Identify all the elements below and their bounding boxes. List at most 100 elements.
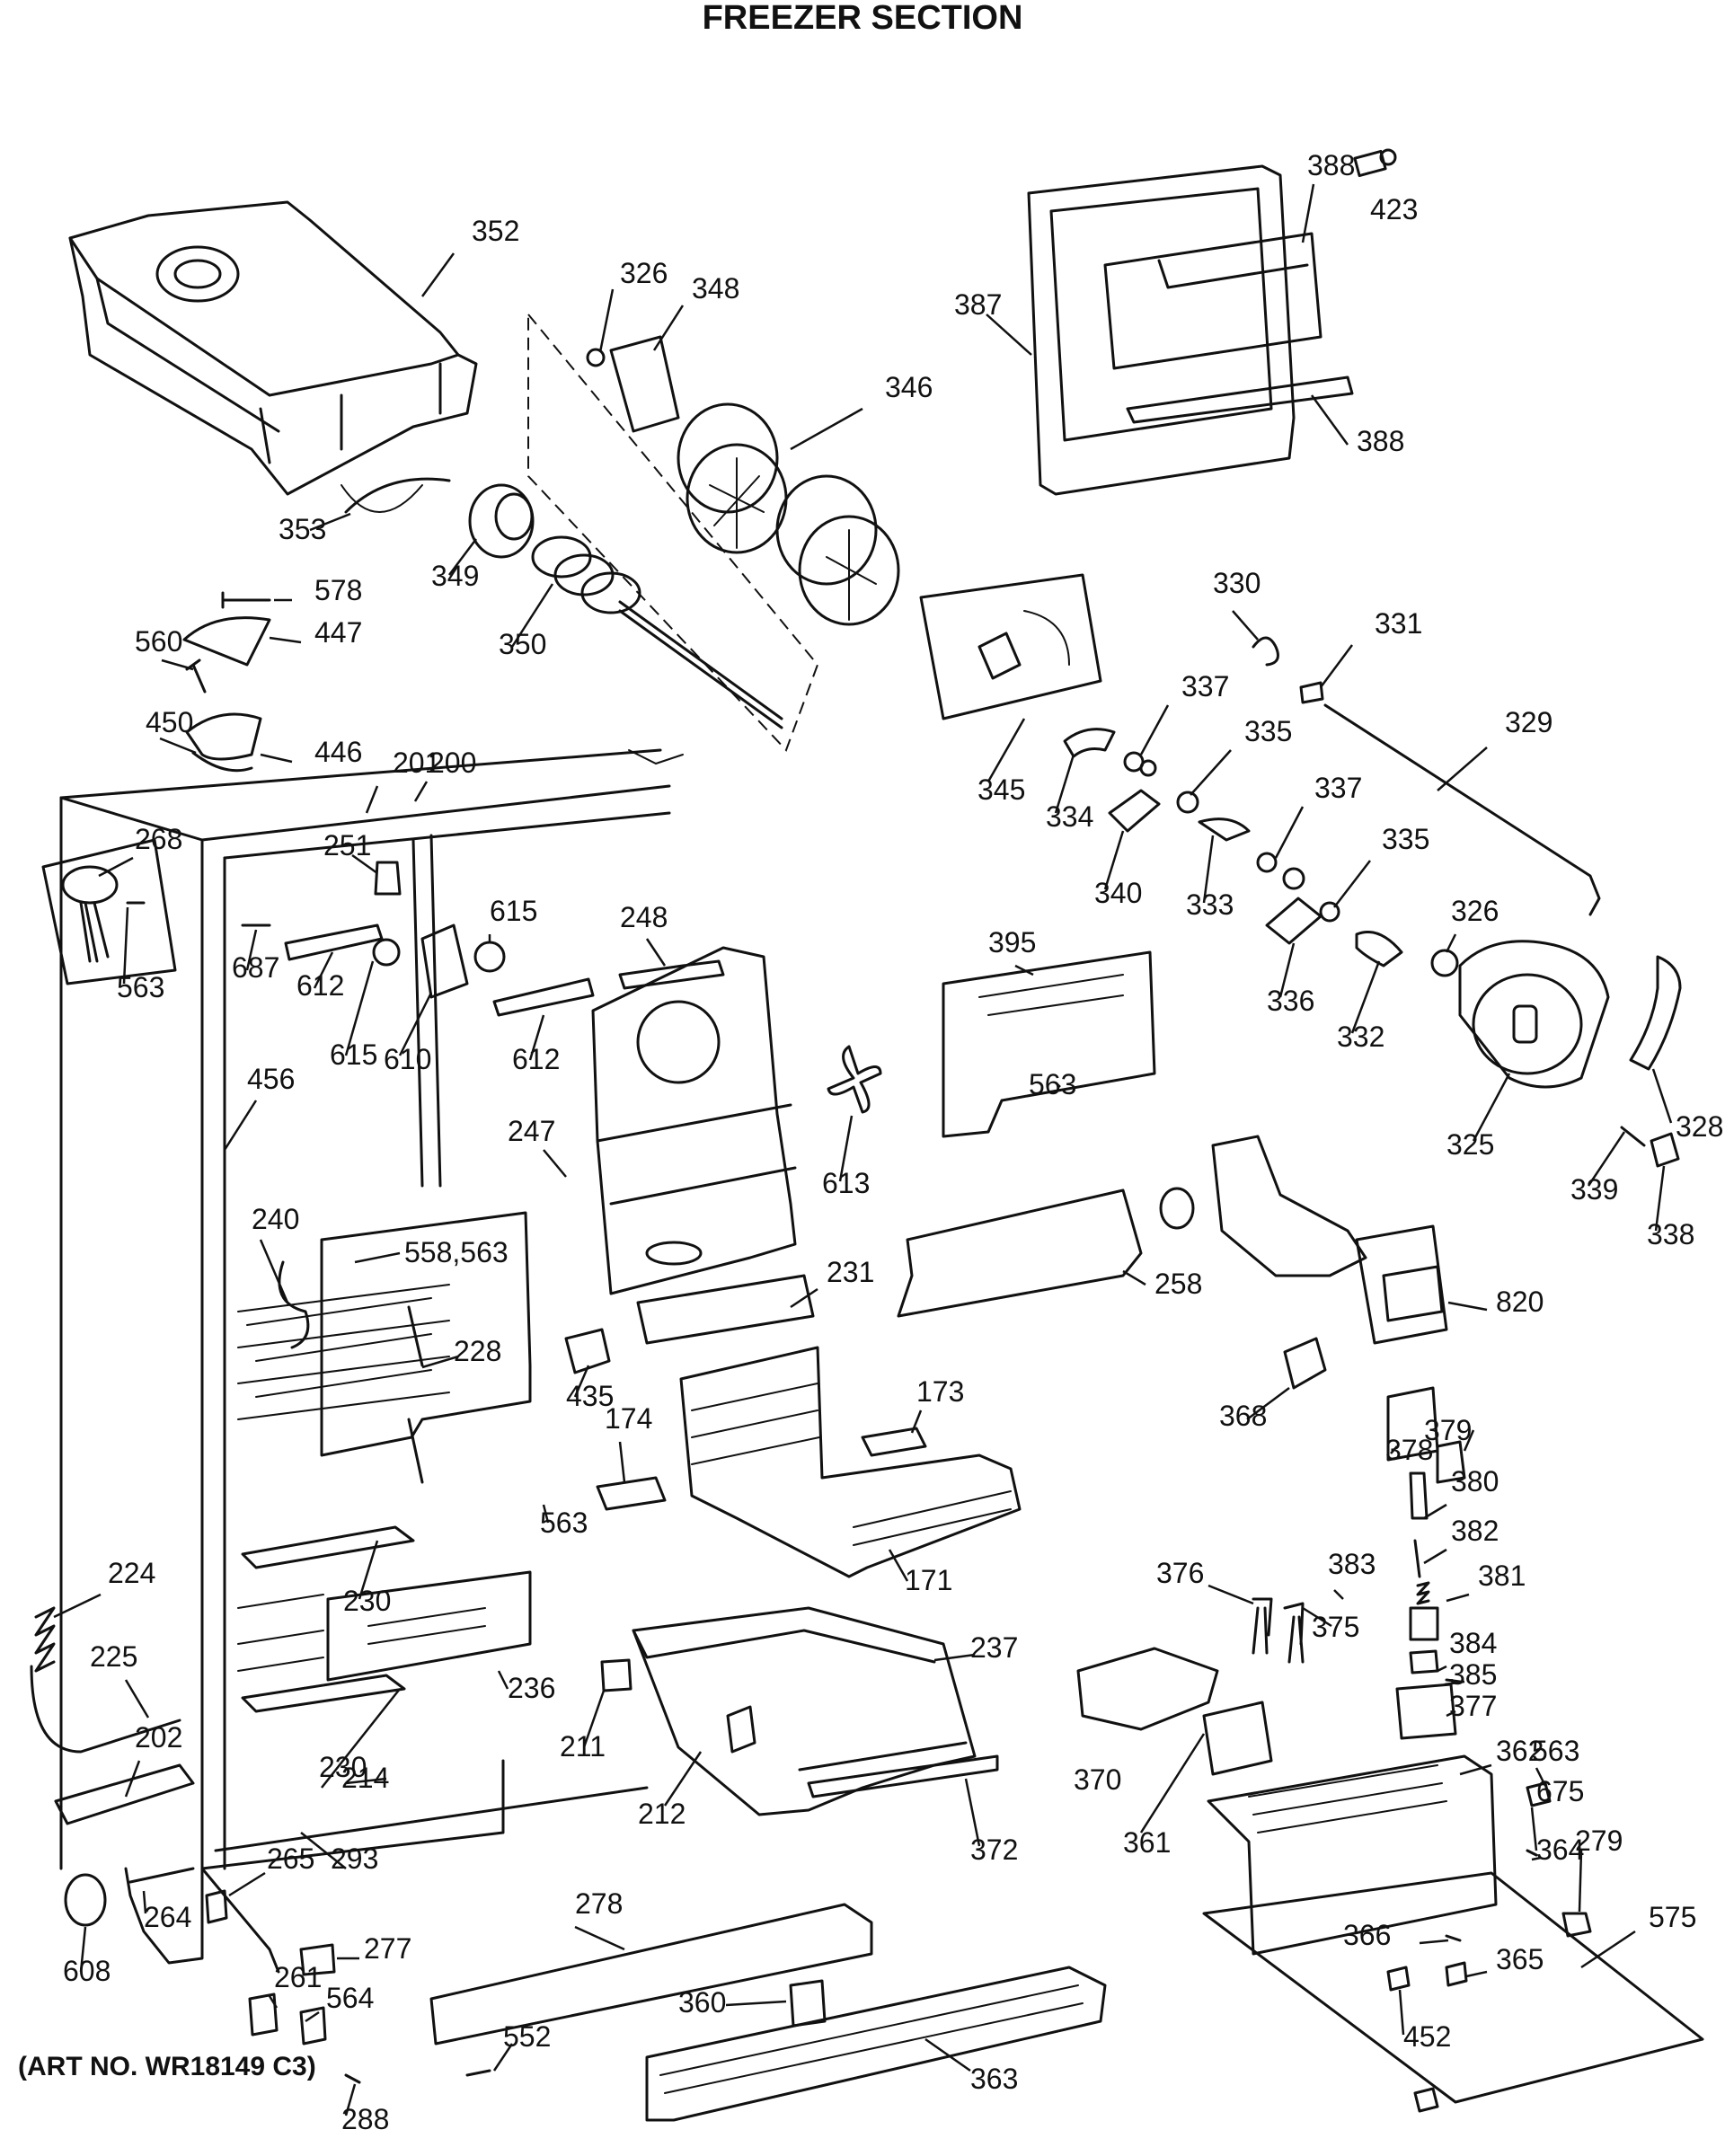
callout-326: 326 — [620, 257, 668, 289]
part-383 — [1409, 1606, 1439, 1641]
part-293 — [205, 1889, 228, 1924]
cabinet-liner-456 — [59, 748, 684, 1974]
leader-line-214 — [345, 1777, 387, 1785]
callout-268: 268 — [135, 823, 182, 855]
leader-line-563 — [1055, 1082, 1061, 1088]
callout-236: 236 — [508, 1672, 555, 1704]
arm-328 — [1629, 955, 1682, 1071]
part-615-left — [372, 938, 401, 967]
wire-basket-171 — [679, 1346, 1022, 1578]
leader-line-563 — [122, 906, 129, 985]
callout-228: 228 — [454, 1335, 501, 1367]
callout-423: 423 — [1370, 193, 1418, 225]
leader-line-279 — [1578, 1850, 1583, 1913]
heater-268-panel — [41, 838, 177, 985]
callout-337: 337 — [1314, 772, 1362, 804]
leader-line-293 — [300, 1832, 347, 1869]
strip-248 — [618, 959, 725, 990]
callout-211: 211 — [560, 1730, 606, 1763]
leader-line-362 — [1459, 1763, 1492, 1776]
leader-line-612 — [528, 1014, 545, 1061]
leader-line-325 — [1472, 1073, 1511, 1142]
bracket-612-right — [492, 977, 595, 1017]
callout-363: 363 — [970, 2063, 1018, 2095]
callout-328: 328 — [1676, 1110, 1723, 1143]
panel-214 — [237, 1570, 532, 1682]
callout-214: 214 — [341, 1762, 389, 1794]
leader-line-365 — [1465, 1970, 1488, 1978]
callout-171: 171 — [905, 1564, 952, 1596]
callout-349: 349 — [431, 560, 479, 592]
leader-line-447 — [269, 636, 302, 644]
callout-388: 388 — [1357, 425, 1404, 457]
callout-337: 337 — [1181, 670, 1229, 702]
alignment-dashed-box — [527, 312, 819, 752]
leader-line-247 — [543, 1149, 567, 1178]
callout-452: 452 — [1403, 2020, 1451, 2053]
callout-345: 345 — [978, 773, 1025, 806]
leader-line-388 — [1310, 394, 1349, 446]
auger-350 — [531, 535, 783, 729]
leader-line-383 — [1333, 1589, 1344, 1600]
callout-563: 563 — [1029, 1068, 1076, 1100]
callout-334: 334 — [1046, 800, 1093, 833]
part-435 — [564, 1328, 611, 1374]
leader-line-332 — [1350, 960, 1381, 1034]
part-452 — [248, 1993, 279, 2037]
callout-338: 338 — [1647, 1218, 1694, 1250]
leader-line-380 — [1423, 1503, 1447, 1520]
leader-line-675 — [1530, 1807, 1538, 1851]
callout-435: 435 — [566, 1380, 614, 1412]
bracket-377 — [1395, 1683, 1457, 1740]
leader-line-230 — [358, 1540, 379, 1600]
leader-line-353 — [309, 512, 351, 532]
callout-450: 450 — [146, 706, 193, 738]
leader-line-552 — [492, 2043, 514, 2072]
pin-339 — [1620, 1126, 1646, 1147]
callout-395: 395 — [988, 926, 1036, 959]
callout-288: 288 — [341, 2103, 389, 2135]
leader-line-329 — [1437, 747, 1488, 791]
rail-279 — [54, 1763, 195, 1825]
callout-384: 384 — [1449, 1627, 1497, 1659]
callout-278: 278 — [575, 1887, 623, 1920]
bracket-447 — [182, 616, 271, 667]
bracket-612-left — [284, 923, 384, 961]
leader-line-331 — [1319, 644, 1354, 688]
icemaker-820 — [1159, 1135, 1448, 1345]
washer-326-right — [1430, 949, 1459, 977]
leader-line-360 — [725, 2000, 787, 2007]
callout-375: 375 — [1312, 1611, 1359, 1643]
leader-line-224 — [53, 1593, 102, 1619]
part-251 — [374, 861, 402, 896]
bail-wire-353 — [344, 477, 451, 514]
leader-line-278 — [574, 1925, 625, 1951]
leader-line-288 — [344, 2083, 357, 2116]
leader-line-326 — [598, 288, 615, 353]
part-385 — [1445, 1678, 1462, 1683]
callout-615: 615 — [330, 1038, 377, 1071]
callout-552: 552 — [503, 2020, 551, 2053]
leader-line-361 — [1139, 1733, 1206, 1833]
part-615-right — [473, 941, 506, 973]
spring-330 — [1252, 636, 1279, 667]
callout-225: 225 — [90, 1640, 137, 1673]
leader-line-171 — [888, 1549, 909, 1582]
callout-564: 564 — [326, 1982, 374, 2014]
spring-450 — [191, 751, 253, 773]
leader-line-387 — [986, 314, 1032, 356]
leader-line-339 — [1587, 1131, 1626, 1187]
callout-350: 350 — [499, 628, 546, 660]
leader-line-261 — [268, 1995, 279, 2009]
diagram-title: FREEZER SECTION — [703, 0, 1023, 37]
leader-line-248 — [645, 938, 667, 967]
leader-line-211 — [582, 1690, 606, 1748]
cover-395 — [942, 950, 1156, 1138]
part-261 — [299, 2006, 327, 2046]
leader-line-378 — [1390, 1445, 1398, 1454]
callout-340: 340 — [1094, 877, 1142, 909]
shroud-247 — [591, 946, 797, 1295]
callout-380: 380 — [1451, 1465, 1499, 1498]
callout-353: 353 — [279, 513, 326, 545]
callout-558-563: 558,563 — [404, 1236, 509, 1268]
